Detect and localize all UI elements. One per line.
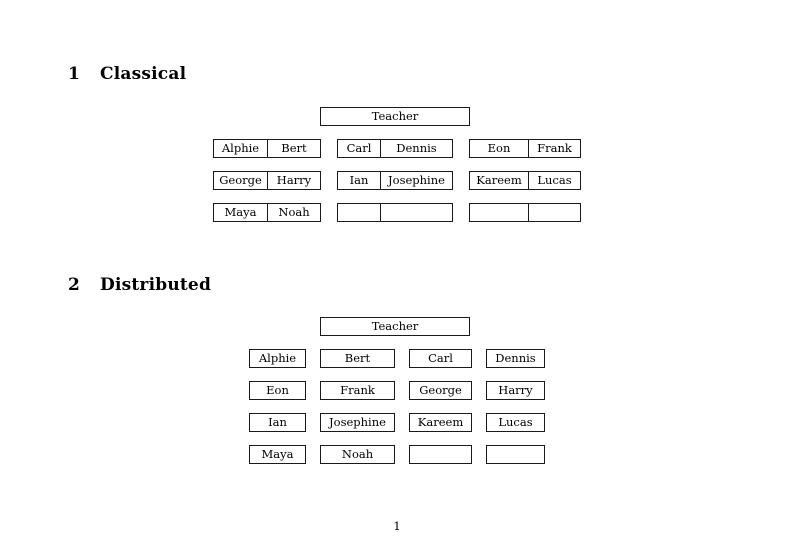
student-cell[interactable]: Dennis: [380, 140, 452, 157]
student-box[interactable]: Noah: [320, 445, 395, 464]
student-pair-group[interactable]: Eon Frank: [469, 139, 581, 158]
student-pair-group-empty[interactable]: [337, 203, 453, 222]
student-cell[interactable]: Josephine: [380, 172, 452, 189]
student-box[interactable]: Frank: [320, 381, 395, 400]
student-box[interactable]: Eon: [249, 381, 306, 400]
student-cell[interactable]: Ian: [349, 173, 369, 187]
student-pair-group-empty[interactable]: [469, 203, 581, 222]
student-cell-empty[interactable]: [528, 204, 580, 221]
student-box[interactable]: Bert: [320, 349, 395, 368]
student-cell-empty[interactable]: [338, 204, 380, 221]
teacher-box-classical[interactable]: Teacher: [320, 107, 470, 126]
student-box[interactable]: George: [409, 381, 472, 400]
student-pair-group[interactable]: Alphie Bert: [213, 139, 321, 158]
student-cell[interactable]: Harry: [267, 172, 320, 189]
student-cell[interactable]: Maya: [224, 205, 257, 219]
section-heading-classical: 1 Classical: [68, 64, 186, 84]
section-number: 2: [68, 275, 81, 295]
student-box[interactable]: Carl: [409, 349, 472, 368]
student-cell[interactable]: Frank: [528, 140, 580, 157]
section-title: Distributed: [100, 275, 212, 295]
student-cell-empty[interactable]: [470, 204, 528, 221]
section-title: Classical: [100, 64, 187, 84]
student-box[interactable]: Harry: [486, 381, 545, 400]
student-box-empty[interactable]: [409, 445, 472, 464]
student-cell[interactable]: Lucas: [528, 172, 580, 189]
student-box[interactable]: Alphie: [249, 349, 306, 368]
student-box[interactable]: Lucas: [486, 413, 545, 432]
student-box[interactable]: Dennis: [486, 349, 545, 368]
student-pair-group[interactable]: George Harry: [213, 171, 321, 190]
student-cell[interactable]: George: [219, 173, 262, 187]
page-number: 1: [393, 519, 401, 533]
student-pair-group[interactable]: Maya Noah: [213, 203, 321, 222]
student-box[interactable]: Josephine: [320, 413, 395, 432]
section-number: 1: [68, 64, 81, 84]
student-cell[interactable]: Noah: [267, 204, 320, 221]
section-heading-distributed: 2 Distributed: [68, 275, 211, 295]
student-cell[interactable]: Bert: [267, 140, 320, 157]
teacher-box-distributed[interactable]: Teacher: [320, 317, 470, 336]
student-box[interactable]: Maya: [249, 445, 306, 464]
student-cell-empty[interactable]: [380, 204, 452, 221]
student-cell[interactable]: Carl: [346, 141, 372, 155]
student-cell[interactable]: Kareem: [476, 173, 522, 187]
student-pair-group[interactable]: Ian Josephine: [337, 171, 453, 190]
student-cell[interactable]: Alphie: [221, 141, 260, 155]
student-pair-group[interactable]: Carl Dennis: [337, 139, 453, 158]
student-box[interactable]: Kareem: [409, 413, 472, 432]
student-box[interactable]: Ian: [249, 413, 306, 432]
student-cell[interactable]: Eon: [487, 141, 511, 155]
student-pair-group[interactable]: Kareem Lucas: [469, 171, 581, 190]
student-box-empty[interactable]: [486, 445, 545, 464]
